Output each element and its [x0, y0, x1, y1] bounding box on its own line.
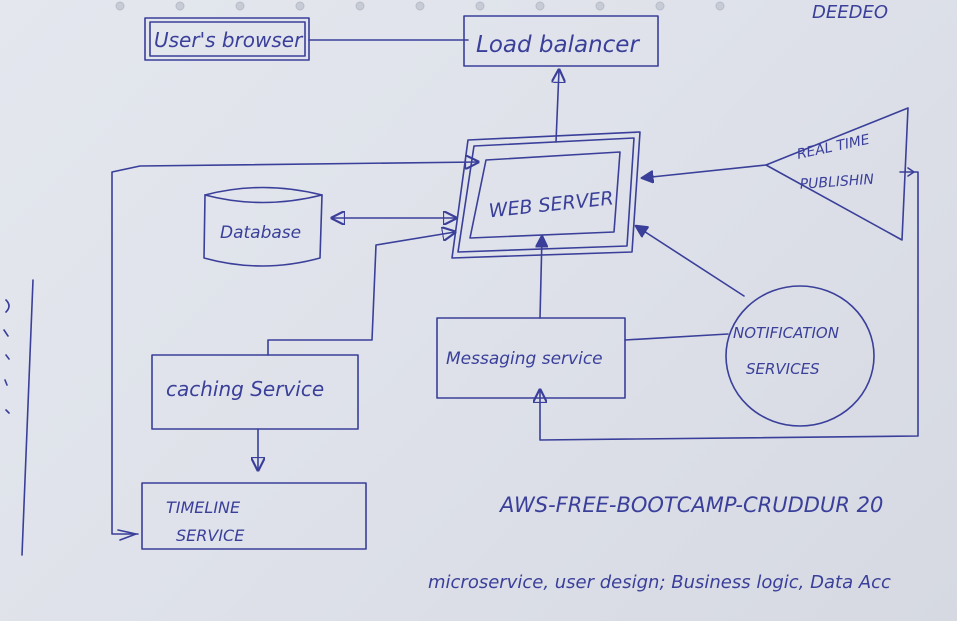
caching-service-node: caching Service [151, 354, 359, 430]
caching-to-web-arrow [267, 232, 455, 356]
web-server-label: WEB SERVER [488, 187, 615, 222]
timeline-label-line1: TIMELINE [166, 498, 241, 517]
real-time-label-line1: REAL TIME [795, 132, 871, 163]
margin-scribbles [3, 299, 10, 414]
margin-line [21, 279, 34, 556]
timeline-label-line2: SERVICE [176, 526, 245, 545]
notification-label-line1: NOTIFICATION [733, 324, 839, 342]
notification-label-line2: SERVICES [746, 360, 820, 378]
messaging-to-web-arrow [540, 236, 542, 319]
timeline-entry-arrow [117, 529, 137, 541]
timeline-service-node: TIMELINE SERVICE [141, 482, 367, 550]
footer-title: AWS-FREE-BOOTCAMP-CRUDDUR 20 [498, 493, 883, 517]
real-time-label-line2: PUBLISHIN [799, 172, 875, 193]
messaging-service-label: Messaging service [446, 349, 603, 369]
messaging-to-notification-line [624, 333, 729, 341]
caching-service-label: caching Service [166, 377, 324, 401]
realtime-side-arrow [907, 167, 915, 177]
database-node: Database [203, 186, 323, 267]
timeline-to-web-loop [111, 162, 478, 535]
notification-services-node: NOTIFICATION SERVICES [725, 285, 875, 427]
load-balancer-node: Load balancer [463, 15, 659, 67]
footer-note: microservice, user design; Business logi… [428, 572, 891, 593]
corner-mark: DEEDEO [812, 2, 888, 23]
load-balancer-label: Load balancer [476, 32, 640, 58]
web-server-node: WEB SERVER [451, 131, 641, 259]
users-browser-node: User's browser [144, 17, 310, 61]
users-browser-label: User's browser [154, 28, 304, 52]
web-to-lb-arrow [556, 70, 559, 143]
realtime-to-web-arrow [642, 164, 767, 178]
realtime-to-messaging-loop [540, 171, 919, 441]
notification-to-web-arrow [636, 226, 745, 297]
database-label: Database [220, 223, 301, 243]
spiral-holes [115, 1, 725, 11]
messaging-service-node: Messaging service [436, 317, 626, 399]
real-time-publishing-node: REAL TIME PUBLISHIN [765, 107, 909, 241]
